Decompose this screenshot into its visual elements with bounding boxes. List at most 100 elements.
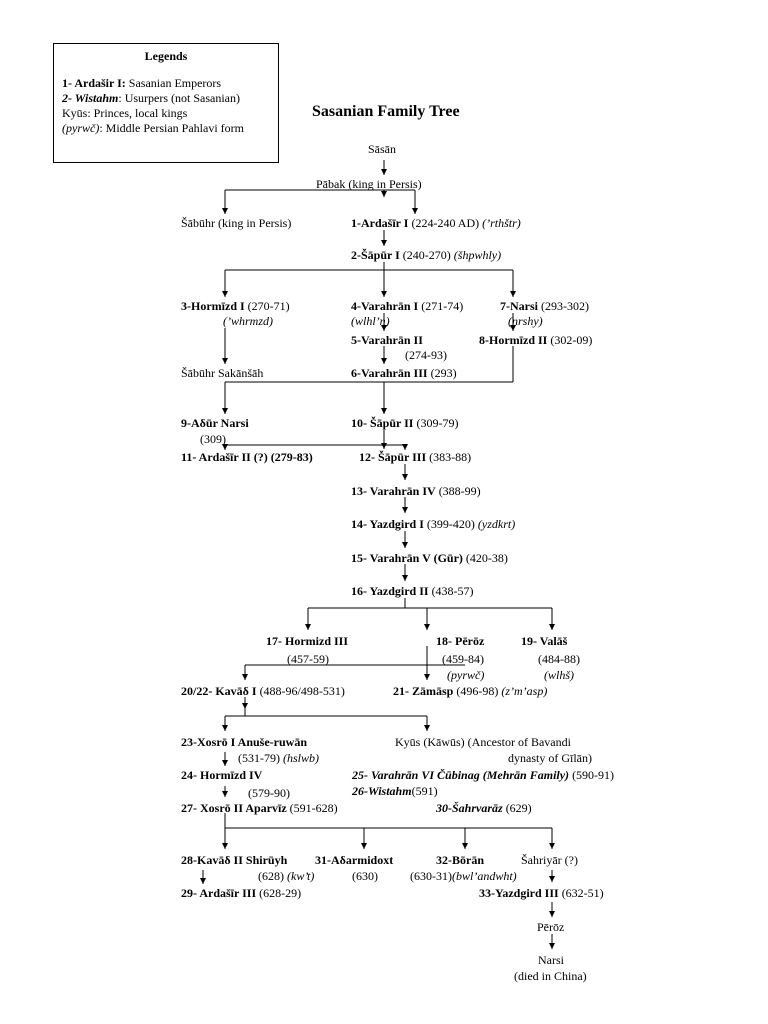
node-kavad-2-pahlavi: (kw’t) xyxy=(287,869,315,883)
node-varahran-2-years: (274-93) xyxy=(405,348,447,362)
node-wistahm-name: 26-Wistahm xyxy=(352,784,412,798)
node-kavad-2-detail: (628) (kw’t) xyxy=(258,869,314,884)
node-varahran-1-years: (271-74) xyxy=(421,299,464,313)
node-zamasp: 21- Zāmāsp (496-98) (z’m’asp) xyxy=(393,684,547,699)
node-sapur-2-years: (309-79) xyxy=(416,416,459,430)
node-zamasp-name: 21- Zāmāsp xyxy=(393,684,454,698)
node-sapur-2: 10- Šāpūr II (309-79) xyxy=(351,416,458,431)
node-sabuhr-persis: Šābūhr (king in Persis) xyxy=(181,216,292,230)
node-kavad-1-years: (488-96/498-531) xyxy=(259,684,345,698)
node-ardasir-2: 11- Ardašīr II (?) (279-83) xyxy=(181,450,313,464)
legend-pahlavi: (pyrwč): Middle Persian Pahlavi form xyxy=(62,121,270,136)
node-peroz-last: Pērōz xyxy=(537,920,565,934)
node-varahran-3-name: 6-Varahrān III xyxy=(351,366,428,380)
node-yazdgird-1-name: 14- Yazdgird I xyxy=(351,517,424,531)
node-narsi-last: Narsi xyxy=(538,953,564,967)
node-kyus-line2: dynasty of Gīlān) xyxy=(508,751,592,765)
node-boran-detail: (630-31)(bwl’andwht) xyxy=(410,869,517,884)
node-ardasir-1: 1-Ardašīr I (224-240 AD) (’rthštr) xyxy=(351,216,521,231)
legend-emperors-key: 1- Ardašir I: xyxy=(62,76,126,90)
legend-usurpers: 2- Wistahm: Usurpers (not Sasanian) xyxy=(62,91,270,106)
node-sapur-2-name: 10- Šāpūr II xyxy=(351,416,414,430)
node-varahran-4-years: (388-99) xyxy=(438,484,481,498)
legend-usurpers-key: 2- Wistahm xyxy=(62,91,119,105)
node-hormizd-2-years: (302-09) xyxy=(550,333,593,347)
node-wistahm-years: (591) xyxy=(411,784,438,798)
node-zamasp-pahlavi: (z’m’asp) xyxy=(501,684,548,698)
node-xosro-2-years: (591-628) xyxy=(289,801,338,815)
node-xosro-1-pahlavi: (hslwb) xyxy=(283,751,319,765)
node-ardasir-1-years: (224-240 AD) xyxy=(411,216,480,230)
node-peroz-pahlavi: (pyrwč) xyxy=(447,668,485,682)
node-xosro-1-detail: (531-79) (hslwb) xyxy=(238,751,319,766)
node-xosro-1-name: 23-Xosrō I Anuše-ruwān xyxy=(181,735,308,749)
node-yazdgird-1-pahlavi: (yzdkrt) xyxy=(477,517,516,531)
node-hormizd-4-years: (579-90) xyxy=(248,786,290,800)
node-kyus-line1: Kyūs (Kāwūs) (Ancestor of Bavandi xyxy=(395,735,571,749)
node-narsi-7: 7-Narsi (293-302) xyxy=(500,299,589,314)
node-narsi-7-name: 7-Narsi xyxy=(500,299,538,313)
node-yazdgird-2-name: 16- Yazdgird II xyxy=(351,584,429,598)
node-varahran-4: 13- Varahrān IV (388-99) xyxy=(351,484,481,499)
node-varahran-3-years: (293) xyxy=(430,366,457,380)
node-yazdgird-2: 16- Yazdgird II (438-57) xyxy=(351,584,474,599)
node-xosro-1-years: (531-79) xyxy=(238,751,280,765)
node-sahrvaraz-years: (629) xyxy=(505,801,532,815)
node-sapur-3: 12- Šāpūr III (383-88) xyxy=(359,450,471,465)
node-xosro-2: 27- Xosrō II Aparvīz (591-628) xyxy=(181,801,338,816)
node-kavad-2-years: (628) xyxy=(258,869,284,883)
node-ardasir-3: 29- Ardašīr III (628-29) xyxy=(181,886,301,901)
node-hormizd-3-years: (457-59) xyxy=(287,652,329,666)
node-sahrvaraz: 30-Šahrvarāz (629) xyxy=(436,801,532,816)
node-sapur-3-years: (383-88) xyxy=(429,450,472,464)
node-boran-pahlavi: (bwl’andwht) xyxy=(452,869,517,883)
node-wistahm: 26-Wistahm(591) xyxy=(352,784,438,799)
node-valas-pahlavi: (wlhš) xyxy=(544,668,574,682)
node-hormizd-4-name: 24- Hormīzd IV xyxy=(181,768,263,782)
node-pabak: Pābak (king in Persis) xyxy=(316,177,422,191)
node-zamasp-years: (496-98) xyxy=(456,684,499,698)
node-hormizd-1-pahlavi: (’whrmzd) xyxy=(223,314,273,328)
node-varahran-6-name: 25- Varahrān VI Čūbinag (Mehrān Family) xyxy=(352,768,570,782)
node-varahran-1-pahlavi: (wlhl’n) xyxy=(351,314,390,328)
node-ardasir-3-years: (628-29) xyxy=(259,886,302,900)
node-varahran-3: 6-Varahrān III (293) xyxy=(351,366,457,381)
node-sahrvaraz-name: 30-Šahrvarāz xyxy=(436,801,503,815)
node-yazdgird-3-years: (632-51) xyxy=(561,886,604,900)
node-valas-years: (484-88) xyxy=(538,652,580,666)
node-narsi-last-note: (died in China) xyxy=(514,969,587,983)
node-hormizd-1: 3-Hormīzd I (270-71) xyxy=(181,299,290,314)
node-boran-name: 32-Bōrān xyxy=(436,853,484,867)
legend-princes: Kyūs: Princes, local kings xyxy=(62,106,188,120)
legend-box: Legends 1- Ardašir I: Sasanian Emperors … xyxy=(53,43,279,163)
page-title: Sasanian Family Tree xyxy=(312,103,460,120)
legend-pahlavi-text: : Middle Persian Pahlavi form xyxy=(99,121,244,135)
node-kavad-2-name: 28-Kavāδ II Shirūyh xyxy=(181,853,288,867)
legend-pahlavi-key: (pyrwč) xyxy=(62,121,100,135)
node-sahriyar: Šahriyār (?) xyxy=(521,853,578,867)
node-hormizd-3-name: 17- Hormizd III xyxy=(266,634,348,648)
node-varahran-1: 4-Varahrān I (271-74) xyxy=(351,299,463,314)
node-adarmidoxt-years: (630) xyxy=(352,869,378,883)
node-ardasir-1-name: 1-Ardašīr I xyxy=(351,216,409,230)
node-sapur-1: 2-Šāpūr I (240-270) (šhpwhly) xyxy=(351,248,501,263)
node-yazdgird-3: 33-Yazdgird III (632-51) xyxy=(479,886,604,901)
node-varahran-2-name: 5-Varahrān II xyxy=(351,333,423,347)
node-sapur-1-name: 2-Šāpūr I xyxy=(351,248,400,262)
node-valas-name: 19- Valāš xyxy=(521,634,568,648)
legend-emperors: 1- Ardašir I: Sasanian Emperors xyxy=(62,76,270,91)
node-hormizd-1-years: (270-71) xyxy=(247,299,290,313)
node-peroz-years: (459-84) xyxy=(442,652,484,666)
node-sapur-3-name: 12- Šāpūr III xyxy=(359,450,427,464)
node-peroz-name: 18- Pērōz xyxy=(436,634,485,648)
node-adur-narsi-years: (309) xyxy=(200,432,226,446)
node-kavad-1-name: 20/22- Kavāδ I xyxy=(181,684,257,698)
node-narsi-7-pahlavi: (nrshy) xyxy=(508,314,543,328)
legend-title: Legends xyxy=(144,49,188,63)
node-sapur-1-years: (240-270) xyxy=(402,248,451,262)
node-xosro-2-name: 27- Xosrō II Aparvīz xyxy=(181,801,287,815)
legend-usurpers-text: : Usurpers (not Sasanian) xyxy=(118,91,240,105)
node-sapur-1-pahlavi: (šhpwhly) xyxy=(453,248,502,262)
